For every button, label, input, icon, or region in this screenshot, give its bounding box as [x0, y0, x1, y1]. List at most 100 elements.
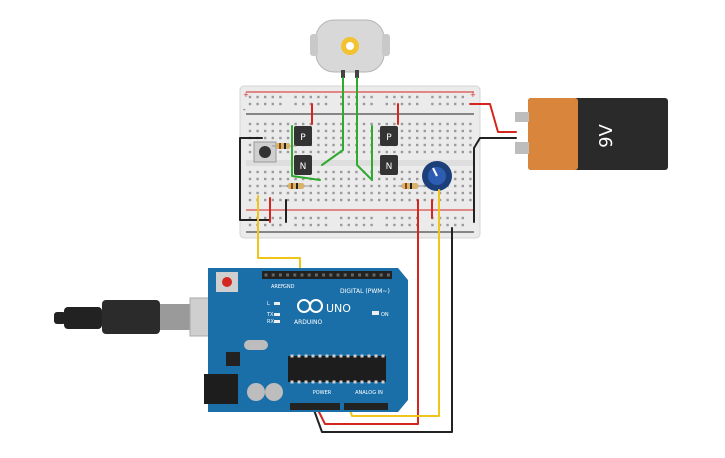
terminal-hole [362, 122, 366, 126]
rail-hole [408, 95, 411, 99]
terminal-hole [279, 184, 282, 188]
rail-hole [385, 216, 388, 220]
terminal-hole [469, 122, 472, 126]
terminal-hole [400, 191, 404, 195]
atmega-chip [288, 356, 386, 382]
rail-hole [347, 95, 350, 99]
analog-header [344, 403, 388, 410]
terminal-hole [271, 170, 274, 174]
wire-red-arduino-5v [317, 199, 419, 425]
transistor-p-label: P [300, 133, 306, 143]
terminal-hole [286, 150, 290, 154]
rail-hole [279, 223, 282, 227]
rail-hole [454, 223, 457, 227]
terminal-hole [393, 122, 396, 126]
transistor-p-right[interactable]: P [380, 126, 398, 146]
rail-hole [400, 102, 404, 106]
chip-pin [339, 354, 343, 358]
terminal-hole [416, 129, 419, 133]
center-channel [246, 160, 474, 166]
chip-pin [367, 354, 371, 358]
terminal-hole [264, 136, 267, 140]
terminal-hole [347, 170, 350, 174]
terminal-hole [454, 198, 457, 202]
terminal-hole [400, 198, 404, 202]
resistor-3[interactable] [398, 183, 424, 189]
rail-hole [454, 216, 457, 220]
terminal-hole [416, 177, 419, 181]
terminal-hole [347, 122, 350, 126]
digital-label: DIGITAL (PWM~) [340, 288, 390, 295]
rail-hole [309, 95, 312, 99]
transistor-n-right[interactable]: N [380, 155, 398, 175]
breadboard[interactable]: + - + [239, 85, 481, 239]
terminal-hole [355, 184, 358, 188]
terminal-hole [294, 177, 297, 181]
terminal-hole [461, 129, 464, 133]
terminal-hole [461, 170, 464, 174]
rail-hole [309, 223, 312, 227]
battery-9v[interactable]: 9V [515, 98, 668, 170]
rail-hole [324, 216, 328, 220]
usb-cable[interactable] [54, 297, 231, 337]
chip-pin [325, 380, 329, 384]
terminal-hole [362, 143, 366, 147]
chip-pin [318, 380, 322, 384]
terminal-hole [461, 136, 464, 140]
terminal-hole [340, 129, 343, 133]
terminal-hole [416, 170, 419, 174]
rail-hole [248, 102, 252, 106]
chip-pins [290, 354, 385, 384]
arduino-uno[interactable]: DIGITAL (PWM~) AREF GND ARDUINO UNO ON L… [204, 268, 408, 412]
header-pin [358, 273, 362, 277]
wire-yellow-pot [349, 189, 440, 417]
terminal-hole [385, 177, 388, 181]
terminal-hole [347, 136, 350, 140]
voltage-regulator [226, 352, 240, 366]
chip-pin [374, 380, 378, 384]
terminal-hole [332, 122, 335, 126]
wire-black-left-loop [239, 137, 271, 221]
resistor-2[interactable] [282, 183, 310, 189]
terminal-hole [461, 143, 464, 147]
rail-hole [431, 95, 434, 99]
l-led [274, 302, 280, 305]
pushbutton[interactable] [253, 141, 277, 163]
dc-motor[interactable] [310, 19, 390, 78]
terminal-hole [271, 129, 274, 133]
on-led [372, 311, 379, 315]
rail-hole [294, 223, 297, 227]
terminal-hole [400, 129, 404, 133]
terminal-hole [378, 122, 381, 126]
capacitor-1 [247, 383, 265, 401]
terminal-hole [324, 184, 328, 188]
terminal-hole [286, 170, 290, 174]
terminal-hole [332, 136, 335, 140]
terminal-hole [408, 129, 411, 133]
terminal-hole [461, 198, 464, 202]
terminal-hole [271, 122, 274, 126]
tx-led [274, 313, 280, 316]
terminal-hole [347, 191, 350, 195]
potentiometer[interactable] [422, 161, 452, 191]
rail-hole [248, 223, 252, 227]
rail-hole [454, 102, 457, 106]
rail-hole [271, 216, 274, 220]
terminal-hole [340, 198, 343, 202]
rail-hole [416, 95, 419, 99]
terminal-hole [431, 122, 434, 126]
terminal-hole [248, 122, 252, 126]
rail-hole [446, 95, 449, 99]
terminal-hole [271, 191, 274, 195]
transistor-p-left[interactable]: P [294, 126, 312, 146]
terminal-hole [400, 177, 404, 181]
terminal-hole [423, 191, 426, 195]
terminal-hole [446, 191, 449, 195]
transistor-n-left[interactable]: N [294, 155, 312, 175]
l-label: L [267, 301, 270, 307]
terminal-hole [279, 129, 282, 133]
rail-hole [461, 102, 464, 106]
terminal-hole [393, 150, 396, 154]
rail-hole [362, 102, 366, 106]
